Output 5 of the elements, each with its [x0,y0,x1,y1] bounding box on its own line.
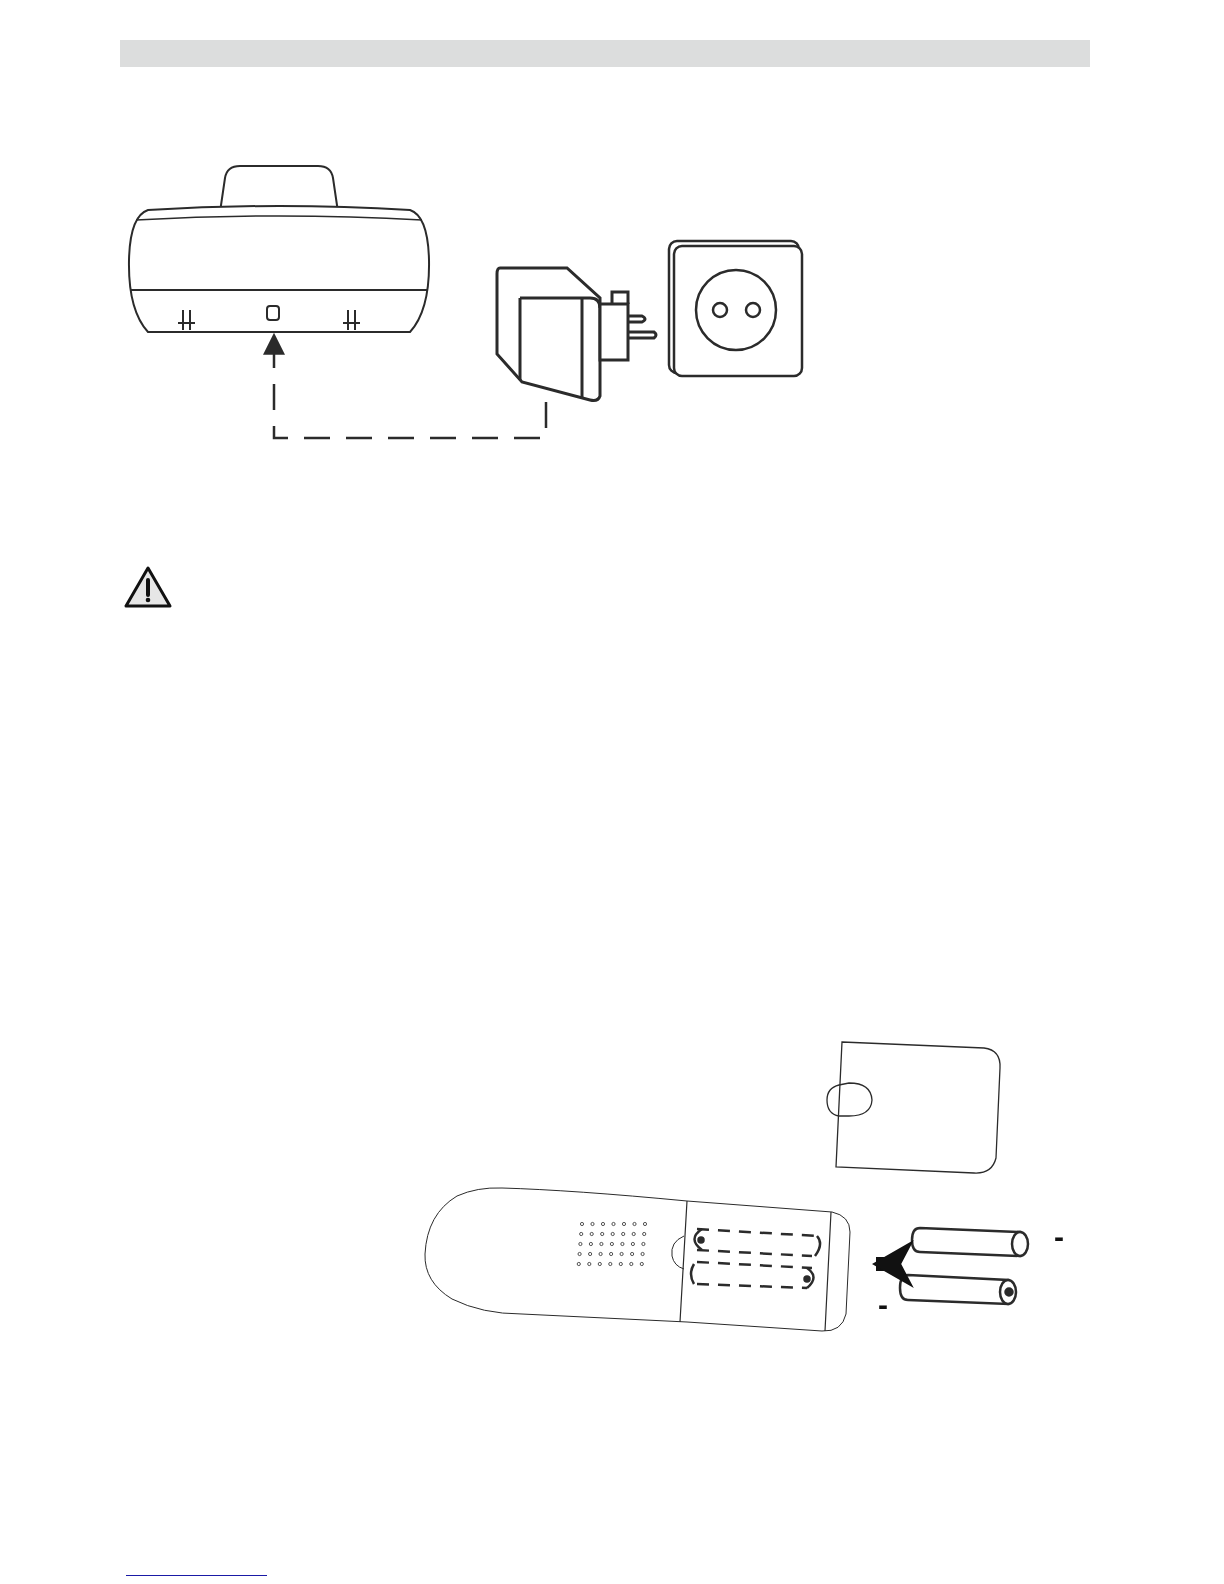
polarity-mark: - [878,1290,888,1320]
polarity-mark: - [1054,1222,1064,1252]
arrow [263,332,548,440]
arrow [871,1243,914,1285]
handset-drawing [422,1184,854,1334]
